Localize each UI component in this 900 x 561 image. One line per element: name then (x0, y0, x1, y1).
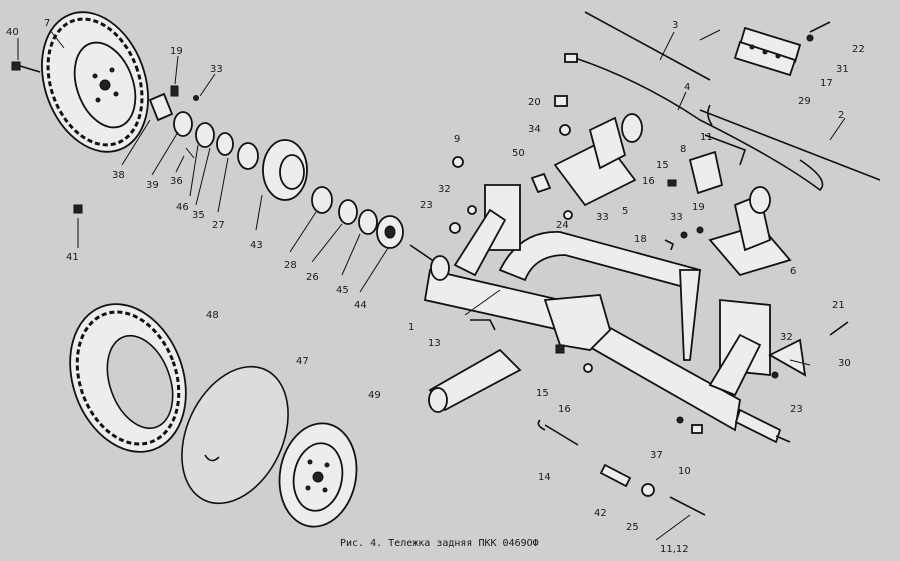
callout-16-b: 16 (558, 404, 571, 415)
leader-lines (17, 29, 846, 541)
lower-tire (69, 303, 187, 453)
callout-17: 17 (820, 78, 833, 89)
callout-30: 30 (838, 358, 851, 369)
callout-7: 7 (44, 18, 50, 29)
callout-4: 4 (684, 82, 690, 93)
callout-37: 37 (650, 450, 663, 461)
callout-33-b: 33 (596, 212, 609, 223)
clamp-8 (688, 134, 747, 195)
callout-36: 36 (170, 176, 183, 187)
callout-11-12: 11,12 (660, 544, 689, 555)
callout-39: 39 (146, 180, 159, 191)
hub-parts-row (73, 85, 404, 249)
callout-13: 13 (428, 338, 441, 349)
wheel-bolt (11, 61, 41, 73)
callout-3: 3 (672, 20, 678, 31)
callout-38: 38 (112, 170, 125, 181)
callout-46: 46 (176, 202, 189, 213)
callout-19-b: 19 (692, 202, 705, 213)
callout-15: 15 (656, 160, 669, 171)
callout-21: 21 (832, 300, 845, 311)
figure-caption: Рис. 4. Тележка задняя ПКК 0469ОФ (340, 538, 539, 549)
callout-32: 32 (438, 184, 451, 195)
callout-18: 18 (634, 234, 647, 245)
bracket-5 (553, 113, 643, 207)
callout-43: 43 (250, 240, 263, 251)
callout-33-c: 33 (670, 212, 683, 223)
callout-44: 44 (354, 300, 367, 311)
callout-24: 24 (556, 220, 569, 231)
wheel-rim (278, 422, 358, 528)
callout-26: 26 (306, 272, 319, 283)
callout-40: 40 (6, 27, 19, 38)
callout-15-b: 15 (536, 388, 549, 399)
callout-31: 31 (836, 64, 849, 75)
axle-frame (409, 184, 791, 444)
plates-17-29 (733, 21, 831, 77)
callout-49: 49 (368, 390, 381, 401)
callout-28: 28 (284, 260, 297, 271)
callout-9: 9 (454, 134, 460, 145)
upper-wheel (41, 11, 149, 153)
cables (564, 11, 881, 192)
callout-2: 2 (838, 110, 844, 121)
small-hardware (449, 95, 849, 516)
callout-27: 27 (212, 220, 225, 231)
callout-10: 10 (678, 466, 691, 477)
callout-42: 42 (594, 508, 607, 519)
callout-11: 11 (700, 132, 713, 143)
callout-34: 34 (528, 124, 541, 135)
callout-23: 23 (420, 200, 433, 211)
callout-32-b: 32 (780, 332, 793, 343)
callout-5: 5 (622, 206, 628, 217)
callout-35: 35 (192, 210, 205, 221)
callout-16: 16 (642, 176, 655, 187)
callout-19: 19 (170, 46, 183, 57)
callout-48: 48 (206, 310, 219, 321)
callout-41: 41 (66, 252, 79, 263)
callout-47: 47 (296, 356, 309, 367)
callout-6: 6 (790, 266, 796, 277)
callout-45: 45 (336, 285, 349, 296)
callout-50: 50 (512, 148, 525, 159)
bracket-6 (708, 186, 792, 277)
callout-22: 22 (852, 44, 865, 55)
callout-23-b: 23 (790, 404, 803, 415)
callout-20: 20 (528, 97, 541, 108)
callout-labels: 40 7 19 33 38 39 36 46 35 27 43 28 26 45… (6, 18, 865, 555)
inner-tube (181, 365, 289, 505)
callout-8: 8 (680, 144, 686, 155)
callout-14: 14 (538, 472, 551, 483)
callout-29: 29 (798, 96, 811, 107)
callout-33: 33 (210, 64, 223, 75)
callout-25: 25 (626, 522, 639, 533)
callout-1: 1 (408, 322, 414, 333)
